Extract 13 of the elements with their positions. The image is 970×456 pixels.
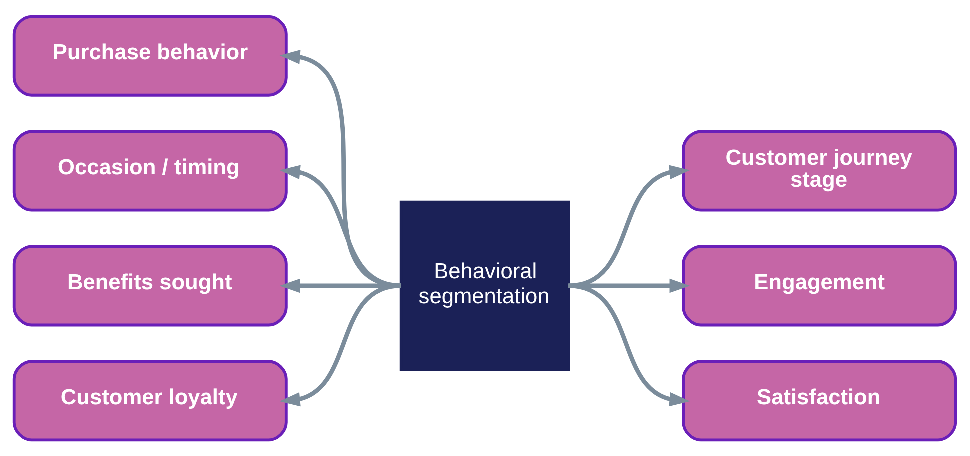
node-box: Occasion / timing <box>12 130 288 212</box>
arrow <box>280 283 402 406</box>
node-box: Customer journey stage <box>682 130 958 212</box>
node-box: Customer loyalty <box>12 360 288 442</box>
node-box: Behavioral segmentation <box>400 200 570 371</box>
arrow <box>568 283 690 406</box>
arrow <box>280 50 402 288</box>
node-box: Engagement <box>682 244 958 326</box>
node-box: Satisfaction <box>682 360 958 442</box>
node-box: Benefits sought <box>12 244 288 326</box>
node-box: Purchase behavior <box>12 14 288 96</box>
arrow <box>568 164 690 288</box>
arrow <box>280 164 402 288</box>
